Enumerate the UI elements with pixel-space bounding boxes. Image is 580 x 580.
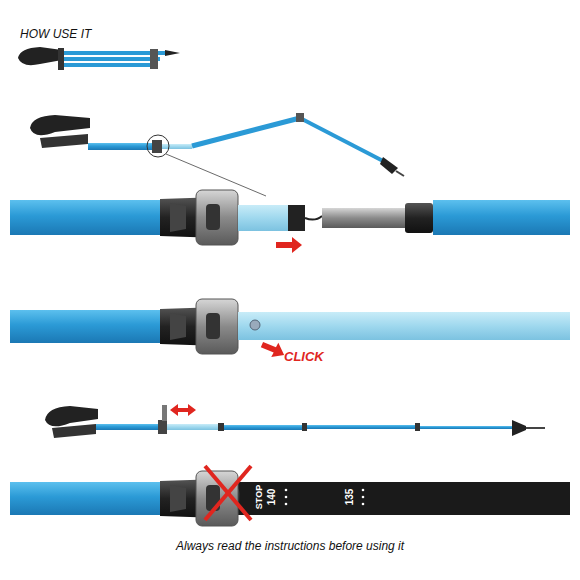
length-mark: 135 bbox=[345, 489, 355, 506]
diagram-caption: Always read the instructions before usin… bbox=[176, 539, 404, 553]
diagram-title: HOW USE IT bbox=[20, 27, 91, 41]
folded-pole bbox=[18, 47, 180, 70]
length-mark: 140 bbox=[267, 489, 277, 506]
joint-detail-open bbox=[10, 190, 570, 253]
click-label: CLICK bbox=[284, 350, 324, 363]
unfolding-pole bbox=[30, 113, 404, 196]
stop-scale-detail bbox=[10, 466, 570, 526]
stop-mark: STOP bbox=[255, 485, 264, 509]
adjusted-pole bbox=[45, 404, 545, 438]
